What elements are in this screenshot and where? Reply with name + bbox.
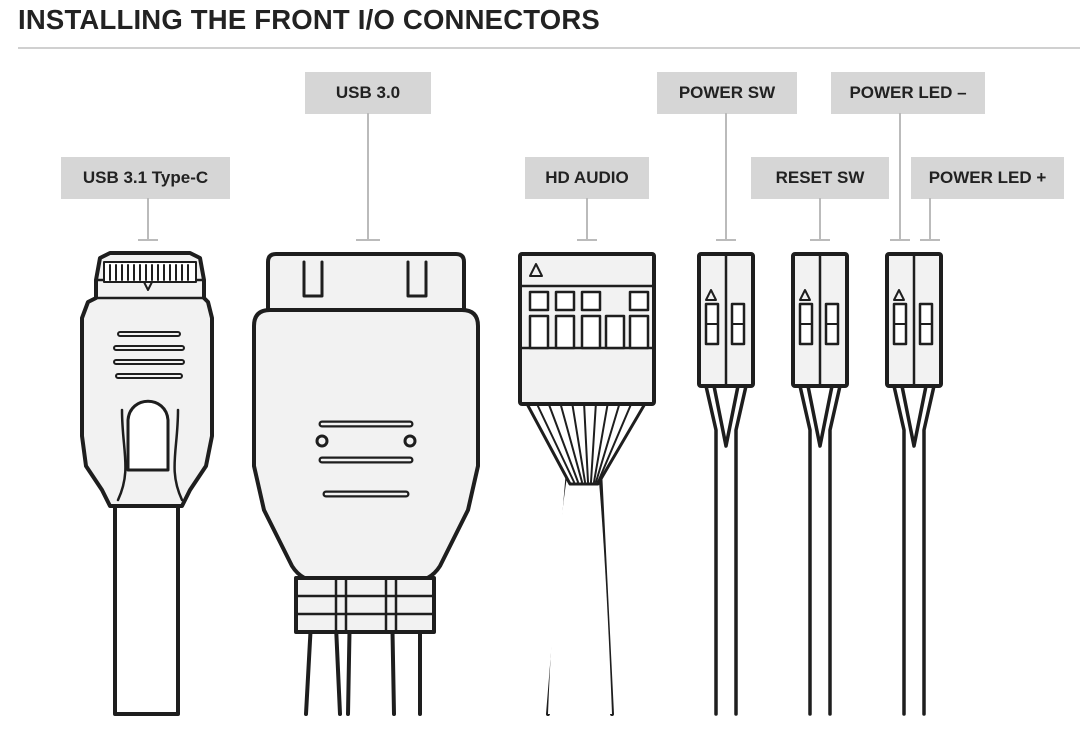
- reset-sw-connector: [791, 252, 849, 716]
- usb30-tip: [266, 252, 466, 312]
- usb31-type-c-connector: [80, 251, 214, 716]
- label-reset-sw: RESET SW: [751, 157, 889, 199]
- hd-audio-connector: [518, 252, 656, 716]
- label-power-led-minus: POWER LED –: [831, 72, 985, 114]
- page-title: INSTALLING THE FRONT I/O CONNECTORS: [18, 4, 600, 35]
- usb31-cable: [113, 500, 180, 716]
- label-usb30: USB 3.0: [305, 72, 431, 114]
- leader-usb31: [138, 198, 158, 241]
- title-divider: [18, 47, 1080, 49]
- leader-power-led-plus: [920, 198, 940, 241]
- label-hd-audio: HD AUDIO: [525, 157, 649, 199]
- leader-lines: [138, 113, 940, 241]
- usb30-connector: [252, 252, 480, 716]
- usb30-strain-relief: [294, 576, 436, 634]
- power-sw-connector: [697, 252, 755, 716]
- label-power-led-plus: POWER LED +: [911, 157, 1064, 199]
- leader-usb30: [356, 113, 380, 241]
- leader-reset-sw: [810, 198, 830, 241]
- usb30-body: [252, 308, 480, 584]
- usb31-body: [80, 251, 214, 508]
- leader-hd-audio: [577, 198, 597, 241]
- power-led-connector: [885, 252, 943, 716]
- label-usb31-type-c: USB 3.1 Type-C: [61, 157, 230, 199]
- leader-power-led-minus: [890, 113, 910, 241]
- leader-power-sw: [716, 113, 736, 241]
- label-power-sw: POWER SW: [657, 72, 797, 114]
